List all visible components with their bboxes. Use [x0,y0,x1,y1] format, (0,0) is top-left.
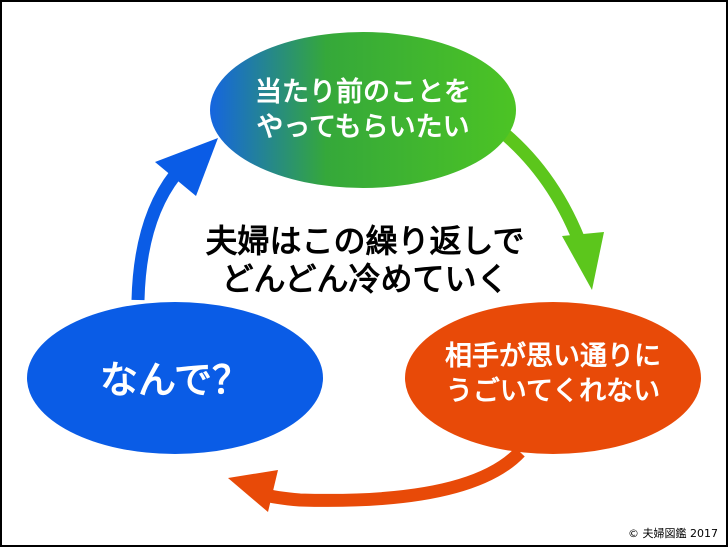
center-message: 夫婦はこの繰り返しで どんどん冷めていく [180,222,550,299]
copyright-credit: © 夫婦図鑑 2017 [628,527,718,540]
node-left-label: なんで？ [27,356,323,405]
node-right-line1: 相手が思い通りに [445,341,661,372]
node-top-label: 当たり前のことを やってもらいたい [213,76,513,145]
node-right-label: 相手が思い通りに うごいてくれない [405,340,701,409]
node-top-line1: 当たり前のことを [255,77,471,108]
node-top-ellipse [210,32,516,188]
arrow-left-to-top [131,138,218,301]
center-line2: どんどん冷めていく [221,260,509,299]
center-line1: 夫婦はこの繰り返しで [205,222,525,260]
node-left-line1: なんで？ [99,358,251,402]
node-left-ellipse [27,302,323,454]
node-right-line2: うごいてくれない [445,375,661,407]
arrow-right-to-left [228,447,525,512]
node-right-ellipse [405,302,701,454]
node-top-line2: やってもらいたい [256,111,470,143]
arrow-top-to-right [495,124,604,290]
